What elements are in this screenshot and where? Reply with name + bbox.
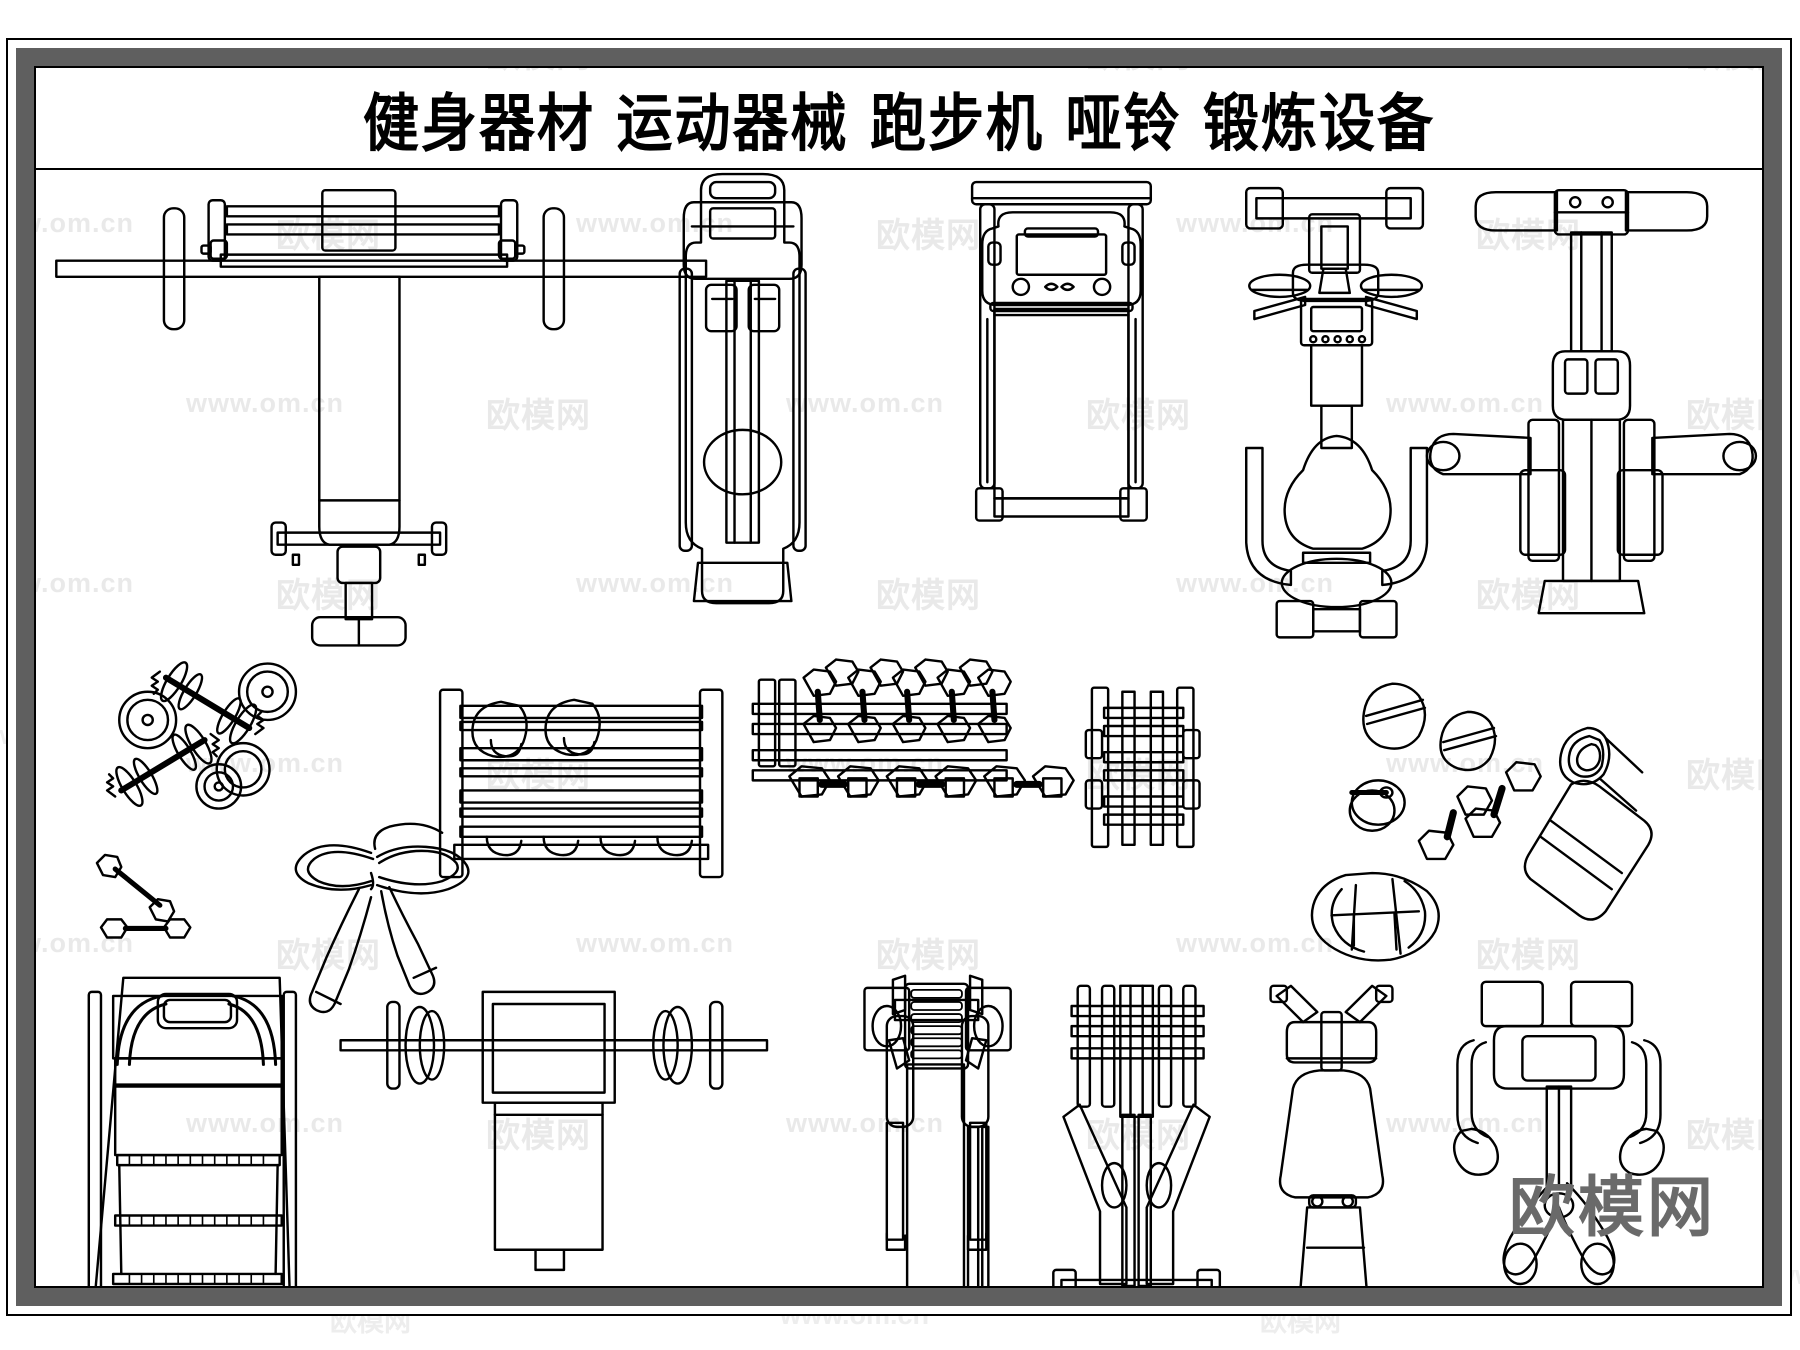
equipment-rowing-machine: [678, 172, 807, 605]
equipment-dumbbell-rack-loaded: [751, 658, 1075, 798]
equipment-small-weight-rack: [1084, 686, 1201, 849]
drawing-frame-band: [16, 48, 1782, 1306]
sheet-title-band: 健身器材 运动器械 跑步机 哑铃 锻炼设备: [36, 68, 1762, 170]
brand-watermark: 欧模网: [1509, 1169, 1716, 1246]
equipment-svg: [55, 172, 1758, 1286]
equipment-cable-crossover: [1052, 984, 1222, 1286]
equipment-bench-press-machine: [55, 188, 708, 647]
equipment-hex-dumbbells: [1417, 761, 1542, 861]
equipment-jump-rope: [294, 822, 470, 1014]
equipment-small-plate: [1348, 779, 1406, 832]
equipment-ab-trainer: [1452, 980, 1665, 1286]
drawing-frame-outer: 欧模网www.om.cn欧模网www.om.cn欧模网www.om.cn欧模网w…: [6, 38, 1792, 1316]
drawing-frame-inner: 欧模网www.om.cn欧模网www.om.cn欧模网www.om.cn欧模网w…: [34, 66, 1764, 1288]
equipment-medicine-balls: [1362, 682, 1498, 772]
equipment-barbell-bench: [339, 990, 769, 1272]
equipment-stair-climber: [1269, 984, 1394, 1286]
equipment-drawing-canvas: [36, 168, 1762, 1286]
equipment-yoga-mat: [1523, 726, 1653, 921]
equipment-gym-bag: [1310, 871, 1440, 962]
equipment-kettlebell-rack: [438, 688, 724, 879]
equipment-incline-bench: [87, 976, 298, 1286]
equipment-leg-press-machine: [863, 974, 1012, 1286]
page-title: 健身器材 运动器械 跑步机 哑铃 锻炼设备: [363, 87, 1435, 160]
equipment-elliptical-trainer: [1425, 188, 1758, 615]
equipment-spin-bike: [1245, 186, 1429, 639]
equipment-treadmill: [970, 180, 1153, 522]
equipment-dumbbell-plate-set: [95, 661, 298, 939]
